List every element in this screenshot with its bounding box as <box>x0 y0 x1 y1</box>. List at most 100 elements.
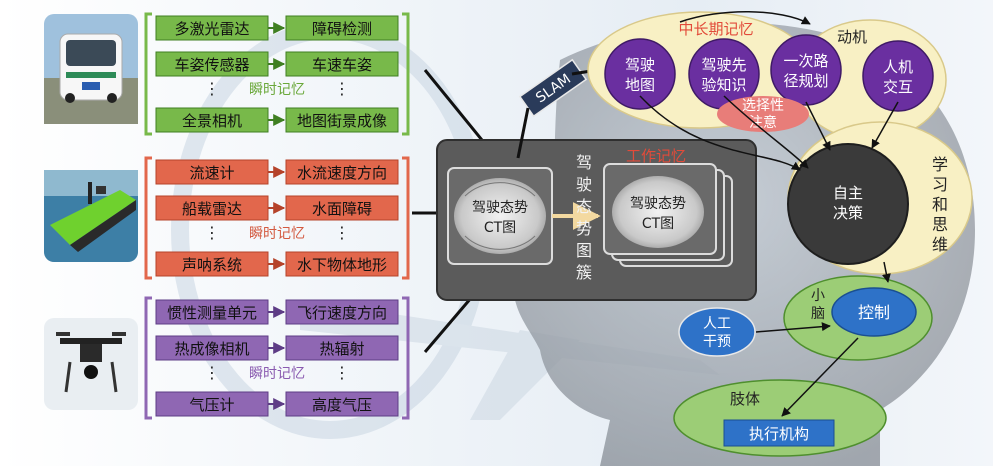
decision-line2: 决策 <box>833 204 863 222</box>
sensor-group-vehicle: 多激光雷达障碍检测车姿传感器车速车姿全景相机地图街景成像⋮⋮瞬时记忆 <box>144 12 410 136</box>
actuator-label: 执行机构 <box>749 425 809 443</box>
output-label: 热辐射 <box>319 340 364 358</box>
output-label: 地图街景成像 <box>297 112 387 130</box>
drone-photo <box>44 318 138 410</box>
cluster-char: 驾 <box>576 153 592 172</box>
map-to-decision-arrow <box>639 95 801 171</box>
working-memory-stack: 驾驶态势 CT图 工作记忆 <box>603 147 733 267</box>
sensor-box <box>155 195 269 221</box>
sensor-label: 多激光雷达 <box>174 20 249 38</box>
ct-main-line1: 驾驶态势 <box>472 200 528 216</box>
sensor-label: 热成像相机 <box>174 340 249 358</box>
attention-line1: 选择性 <box>742 98 784 114</box>
sensor-label: 流速计 <box>189 164 234 182</box>
motive-label: 动机 <box>837 28 867 46</box>
limb-body: 肢体 执行机构 <box>673 379 887 457</box>
cluster-char: 势 <box>576 219 592 238</box>
output-label: 水下物体地形 <box>297 256 387 274</box>
decision-node: 自主 决策 <box>787 143 909 265</box>
learning-char: 维 <box>932 235 948 254</box>
sensor-group-drone: 惯性测量单元飞行速度方向热成像相机热辐射气压计高度气压⋮⋮瞬时记忆 <box>144 296 410 420</box>
learning-char: 学 <box>932 155 948 174</box>
photo-column <box>44 14 138 410</box>
output-box <box>285 51 399 77</box>
decision-to-control-arrow <box>881 261 891 283</box>
group-bracket-left <box>144 296 152 420</box>
node-line2: 交互 <box>883 78 913 96</box>
sensor-label: 船载雷达 <box>182 200 242 218</box>
output-box <box>285 299 399 325</box>
sensor-label: 惯性测量单元 <box>167 304 257 322</box>
cluster-char: 态 <box>576 197 592 216</box>
ellipsis-left: ⋮ <box>204 79 220 98</box>
output-box <box>285 15 399 41</box>
unmanned-boat-photo <box>44 170 138 262</box>
sensor-row: 声呐系统 水下物体地形 <box>155 251 399 277</box>
learning-char: 思 <box>932 215 948 234</box>
actuator-box <box>723 419 835 447</box>
attention-line2: 注意 <box>749 114 777 131</box>
node-line1: 人机 <box>883 58 913 76</box>
learning-char: 习 <box>932 175 948 194</box>
sensor-box <box>155 159 269 185</box>
output-box <box>285 159 399 185</box>
group-bracket-left <box>144 12 152 136</box>
sensor-row: 多激光雷达障碍检测 <box>155 15 399 41</box>
learning-char: 和 <box>932 195 948 214</box>
group-bracket-left <box>144 156 152 280</box>
working-ct-line1: 驾驶态势 <box>630 196 686 212</box>
decision-line1: 自主 <box>833 184 863 202</box>
output-box <box>285 391 399 417</box>
sensor-label: 声呐系统 <box>182 256 242 274</box>
cerebellum-line1: 小 <box>811 288 825 304</box>
sensor-group-boat: 流速计水流速度方向船载雷达水面障碍声呐系统水下物体地形⋮⋮瞬时记忆 <box>144 156 410 280</box>
sensor-row: 车姿传感器 车速车姿 <box>155 51 399 77</box>
ellipsis-right: ⋮ <box>334 79 350 98</box>
output-box <box>285 251 399 277</box>
cluster-char: 驶 <box>576 175 592 194</box>
path-to-decision-arrow <box>805 101 831 151</box>
sensor-row: 船载雷达水面障碍 <box>155 195 399 221</box>
output-box <box>285 107 399 133</box>
node-line1: 驾驶 <box>625 56 655 74</box>
working-ct-line2: CT图 <box>642 216 674 232</box>
group-bracket-right <box>402 12 410 136</box>
instant-memory-label: 瞬时记忆 <box>249 366 305 382</box>
cerebellum: 小 脑 控制 <box>783 275 933 361</box>
ellipsis-left: ⋮ <box>204 223 220 242</box>
output-label: 飞行速度方向 <box>297 304 387 322</box>
working-memory-label: 工作记忆 <box>626 147 686 165</box>
ct-main-line2: CT图 <box>484 220 516 236</box>
sensor-box <box>155 51 269 77</box>
sensor-label: 车姿传感器 <box>174 56 249 74</box>
sensor-row: 惯性测量单元 飞行速度方向 <box>155 299 399 325</box>
cluster-char: 图 <box>576 241 592 260</box>
group-bracket-right <box>402 296 410 420</box>
output-label: 水流速度方向 <box>297 164 387 182</box>
human-intervention: 人工 干预 <box>678 307 756 357</box>
group-bracket-right <box>402 156 410 280</box>
electric-car-photo <box>44 14 138 124</box>
sensor-row: 热成像相机 热辐射 <box>155 335 399 361</box>
output-label: 车速车姿 <box>312 56 372 74</box>
sensor-row: 气压计高度气压 <box>155 391 399 417</box>
sensor-box <box>155 391 269 417</box>
instant-memory-label: 瞬时记忆 <box>249 82 305 98</box>
control-label: 控制 <box>858 303 890 322</box>
ellipsis-right: ⋮ <box>334 223 350 242</box>
human-line1: 人工 <box>703 316 731 332</box>
sensor-box <box>155 299 269 325</box>
memory-loop-arrow <box>679 11 811 25</box>
node-line2: 径规划 <box>783 72 828 90</box>
ct-main-image: 驾驶态势 CT图 <box>454 178 546 254</box>
ellipsis-right: ⋮ <box>334 363 350 382</box>
node-line1: 一次路 <box>783 52 828 70</box>
output-box <box>285 335 399 361</box>
